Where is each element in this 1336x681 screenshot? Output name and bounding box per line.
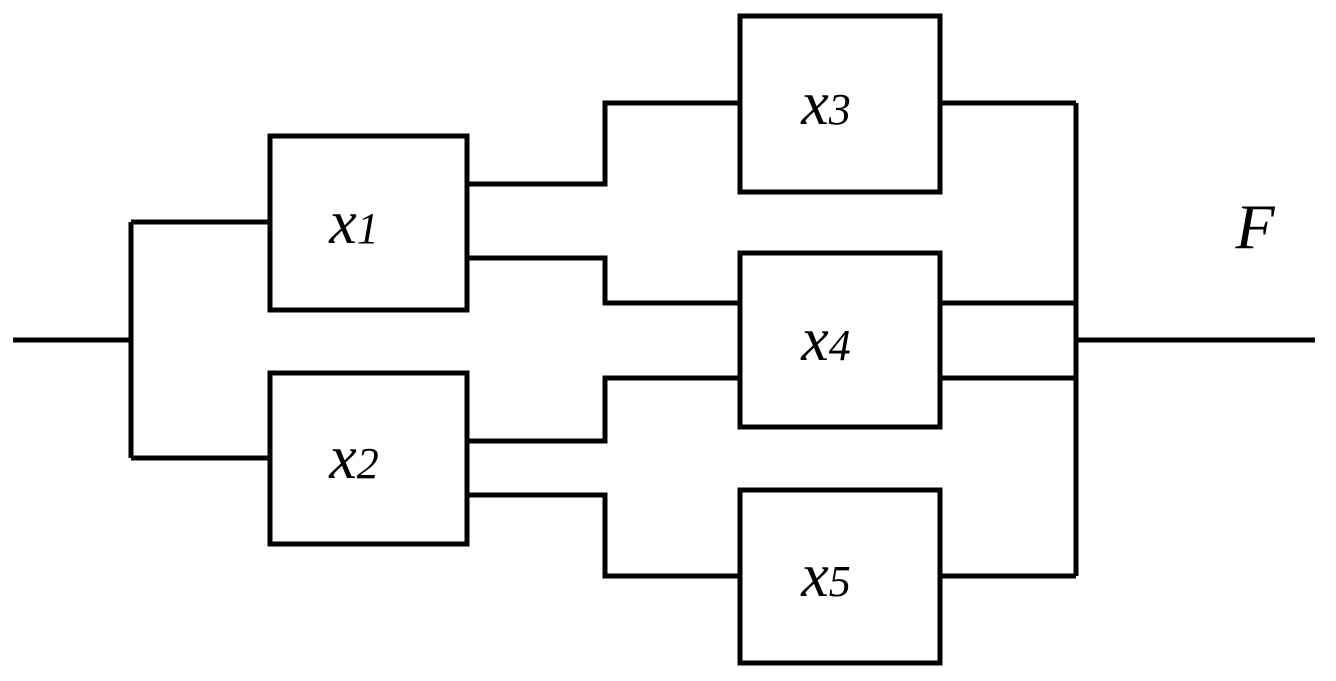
block-x3-rect[interactable] — [737, 13, 943, 195]
wire-x2-to-x4 — [467, 375, 740, 444]
output-label-F: F — [1234, 191, 1275, 262]
block-x5-label: x5 — [800, 542, 851, 610]
block-x3[interactable]: x3 — [737, 13, 943, 195]
block-x1-subscript: 1 — [357, 204, 379, 253]
block-x2-label: x2 — [328, 424, 379, 492]
block-x1[interactable]: x1 — [267, 133, 470, 313]
block-x5-subscript: 5 — [829, 557, 851, 606]
block-x4[interactable]: x4 — [737, 250, 943, 430]
block-x1-label: x1 — [328, 189, 379, 257]
block-x5-rect[interactable] — [737, 487, 943, 666]
block-x5[interactable]: x5 — [737, 487, 943, 666]
block-x2[interactable]: x2 — [267, 370, 470, 547]
block-x1-rect[interactable] — [267, 133, 470, 313]
block-x4-rect[interactable] — [737, 250, 943, 430]
wire-layer — [13, 100, 1315, 579]
block-x2-rect[interactable] — [267, 370, 470, 547]
block-x2-subscript: 2 — [357, 439, 379, 488]
block-x4-subscript: 4 — [829, 321, 851, 370]
block-x4-label: x4 — [800, 306, 851, 374]
wire-x1-to-x3 — [467, 100, 740, 187]
block-x3-label: x3 — [800, 70, 851, 138]
block-layer: x1 x2 x3 x4 x5 — [267, 13, 943, 666]
wire-x1-to-x4 — [467, 255, 740, 306]
block-x3-subscript: 3 — [828, 85, 851, 134]
wire-x2-to-x5 — [467, 492, 740, 579]
